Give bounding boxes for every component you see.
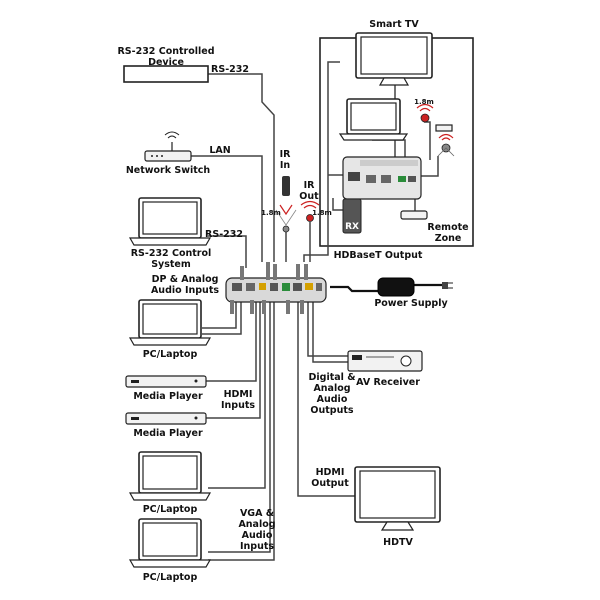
rs232-control-label-2: System (151, 259, 191, 270)
remote-zone-label-1: Remote (427, 222, 468, 233)
rs232-control-label-1: RS-232 Control (131, 248, 212, 259)
power-supply (377, 277, 453, 297)
media-player-2 (125, 412, 207, 425)
remote-laptop (338, 98, 409, 141)
media-player-1 (125, 375, 207, 388)
hdmi-inputs-label-2: Inputs (221, 400, 255, 411)
hdtv-label: HDTV (383, 537, 413, 548)
vga-analog-label-4: Inputs (240, 541, 274, 552)
digital-analog-label-3: Audio (317, 394, 348, 405)
rs232-device-label-1: RS-232 Controlled (117, 46, 214, 57)
ir-out-label-1: IR (304, 180, 316, 191)
hdbaset-output-label: HDBaseT Output (334, 250, 423, 261)
dp-analog-label-2: Audio Inputs (151, 285, 219, 296)
remote-ir-devices (416, 103, 455, 157)
vga-analog-label-1: VGA & (240, 508, 274, 519)
ir-out-label-2: Out (299, 191, 319, 202)
network-switch (144, 131, 192, 162)
ir-in-remote (275, 176, 297, 233)
ir-out-emitter (300, 200, 320, 222)
rs232-device-label-2: Device (148, 57, 184, 68)
wiring (190, 61, 442, 561)
pc-laptop-3 (128, 518, 212, 568)
hdmi-output-label-2: Output (311, 478, 349, 489)
rx-receiver (342, 156, 422, 234)
av-receiver-label: AV Receiver (356, 377, 420, 388)
pc-laptop-1 (128, 299, 212, 346)
digital-analog-label-1: Digital & (309, 372, 356, 383)
media-player-label-1: Media Player (133, 391, 203, 402)
pc-laptop-label-2: PC/Laptop (143, 504, 198, 515)
network-switch-label: Network Switch (126, 165, 211, 176)
remote-zone-label-2: Zone (435, 233, 462, 244)
digital-analog-label-2: Analog (313, 383, 350, 394)
hdtv (354, 466, 441, 531)
rs232-control-laptop (128, 197, 212, 246)
rs232-controlled-device (123, 65, 209, 83)
pc-laptop-label-3: PC/Laptop (143, 572, 198, 583)
ir-distance-label-3: 1.8m (414, 98, 434, 106)
main-switcher-unit (225, 262, 327, 314)
pc-laptop-label-1: PC/Laptop (143, 349, 198, 360)
ir-in-label-1: IR (280, 149, 292, 160)
vga-analog-label-2: Analog (238, 519, 275, 530)
rs232-mid-label: RS-232 (205, 229, 243, 240)
dp-analog-label-1: DP & Analog (152, 274, 219, 285)
digital-analog-label-4: Outputs (310, 405, 353, 416)
ir-in-label-2: In (280, 160, 291, 171)
hdmi-inputs-label-1: HDMI (224, 389, 253, 400)
media-player-label-2: Media Player (133, 428, 203, 439)
lan-label: LAN (209, 145, 230, 156)
smart-tv (355, 32, 433, 86)
av-receiver (347, 350, 423, 372)
ir-distance-label-1: 1.8m (261, 209, 281, 217)
hdmi-output-label-1: HDMI (316, 467, 345, 478)
pc-laptop-2 (128, 451, 212, 501)
rx-badge: RX (345, 222, 359, 232)
remote-ir-connector (400, 210, 428, 220)
power-supply-label: Power Supply (374, 298, 448, 309)
vga-analog-label-3: Audio (242, 530, 273, 541)
smart-tv-label: Smart TV (369, 19, 419, 30)
rs232-top-label: RS-232 (211, 64, 249, 75)
ir-distance-label-2: 1.8m (312, 209, 332, 217)
